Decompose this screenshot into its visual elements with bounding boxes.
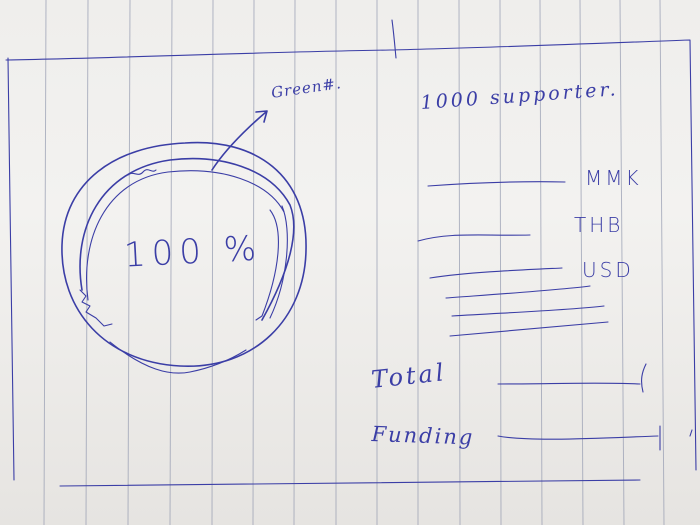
progress-ring: [61, 141, 307, 374]
arrow-icon: [211, 110, 268, 171]
amount-lines: [417, 181, 693, 451]
frame-border: [5, 19, 697, 487]
currency-usd-label: USD: [582, 258, 634, 282]
page-ruling: [43, 0, 665, 525]
progress-percent: 100 %: [123, 228, 263, 276]
currency-thb-label: THB: [574, 213, 624, 237]
total-funding-label-line2: Funding: [371, 422, 475, 450]
currency-mmk-label: MMK: [585, 166, 642, 190]
